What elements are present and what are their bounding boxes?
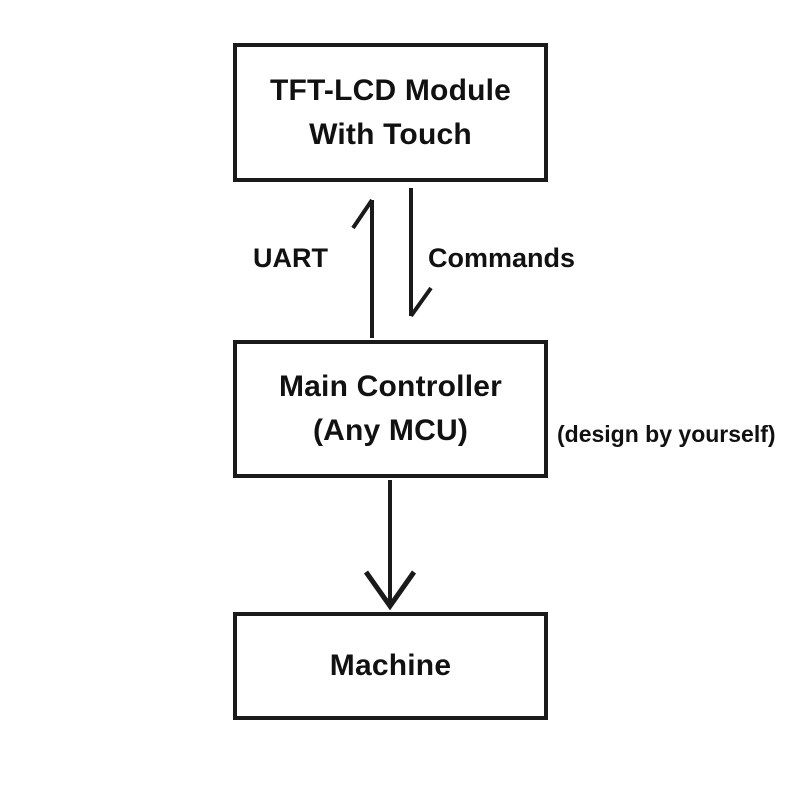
node-main-controller[interactable]: Main Controller (Any MCU): [233, 340, 548, 478]
node-tft-lcd-module[interactable]: TFT-LCD Module With Touch: [233, 43, 548, 182]
node-machine-line1: Machine: [329, 649, 452, 682]
arrow-controller-to-machine: [363, 480, 417, 611]
node-machine[interactable]: Machine: [233, 612, 548, 720]
edge-label-commands: Commands: [428, 243, 576, 273]
node-main-controller-line2: (Any MCU): [312, 414, 469, 447]
node-tft-lcd-module-line1: TFT-LCD Module: [269, 73, 512, 107]
node-tft-lcd-module-line2: With Touch: [309, 117, 472, 151]
edge-label-uart: UART: [253, 243, 328, 273]
arrow-uart-up: [351, 198, 374, 338]
annotation-design-by-yourself: (design by yourself): [557, 421, 776, 447]
node-main-controller-line1: Main Controller: [278, 370, 502, 403]
